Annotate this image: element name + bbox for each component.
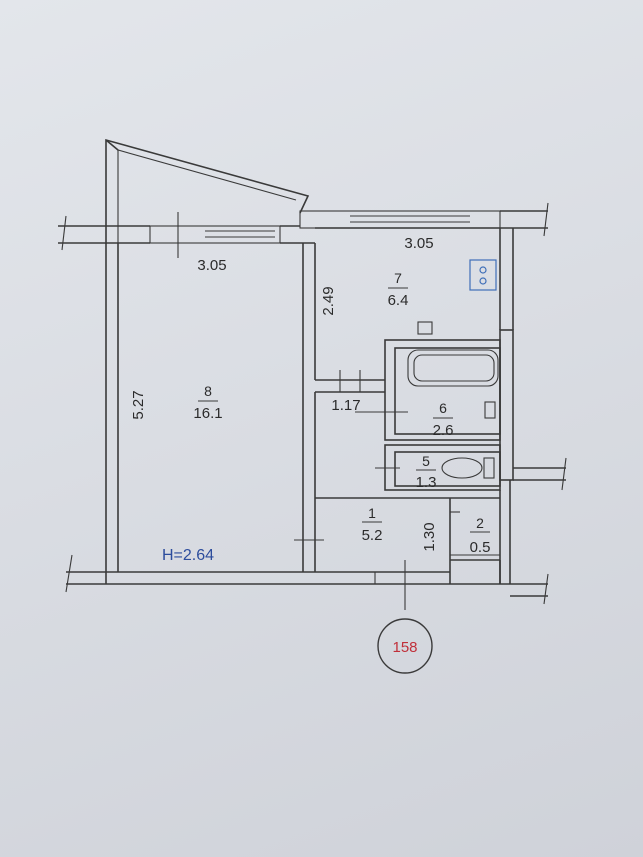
room-1-label: 1 5.2: [362, 505, 383, 544]
room-6-number: 6: [439, 400, 447, 416]
room-5-label: 5 1.3: [416, 453, 437, 491]
dimension-hall-width: 1.17: [331, 397, 360, 414]
room-7-area: 6.4: [388, 292, 409, 309]
room-2-area: 0.5: [470, 539, 491, 556]
dimension-closet-depth: 1.30: [421, 522, 438, 551]
dimension-room8-length: 5.27: [130, 390, 147, 419]
room-8-label: 8 16.1: [193, 383, 222, 422]
room-2-number: 2: [476, 515, 484, 531]
exterior-walls: [58, 138, 549, 258]
dimension-kitchen-width: 3.05: [404, 235, 433, 252]
apartment-number: 158: [392, 639, 417, 656]
room-1-area: 5.2: [362, 527, 383, 544]
room-8-number: 8: [204, 383, 212, 399]
room-8-area: 16.1: [193, 405, 222, 422]
dimension-room8-width: 3.05: [197, 257, 226, 274]
ceiling-height-label: H=2.64: [162, 547, 214, 564]
kitchen-walls: [315, 227, 567, 605]
room-1-number: 1: [368, 505, 376, 521]
room-8-walls: [105, 243, 324, 584]
room-7-label: 7 6.4: [388, 270, 409, 309]
room-6-area: 2.6: [433, 422, 454, 439]
room-2-label: 2 0.5: [470, 515, 491, 556]
room-5-area: 1.3: [416, 474, 437, 491]
room-6-label: 6 2.6: [433, 400, 454, 439]
room-7-number: 7: [394, 270, 402, 286]
apartment-number-badge: 158: [377, 618, 433, 674]
dimension-kitchen-depth: 2.49: [320, 286, 337, 315]
bottom-wall: [65, 554, 501, 610]
room-5-number: 5: [422, 453, 430, 469]
